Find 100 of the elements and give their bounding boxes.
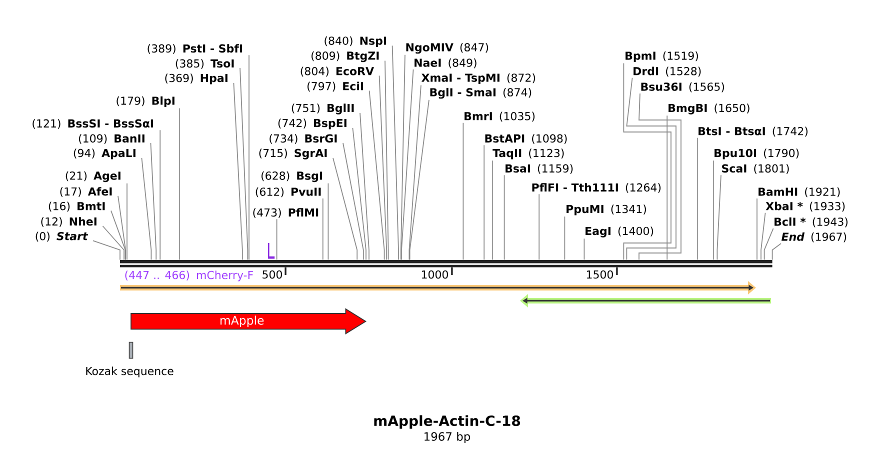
site-label: (121) BssSI - BssSαI: [32, 119, 153, 129]
leader-line: [322, 198, 324, 260]
leader-line: [118, 196, 126, 260]
leader-line: [378, 75, 388, 260]
site-label: NaeI (849): [414, 58, 476, 68]
site-label: BmgBI (1650): [668, 104, 750, 114]
leader-line: [360, 112, 370, 260]
tick-label: 1500: [586, 270, 613, 279]
leader-line: [713, 160, 714, 260]
site-label: (809) BtgZI: [312, 51, 379, 62]
site-label: BsaI (1159): [506, 164, 573, 174]
site-label: (12) NheI: [41, 217, 96, 227]
leader-line: [697, 137, 698, 260]
site-label: Bsu36I (1565): [641, 82, 724, 92]
leader-line: [352, 128, 366, 260]
leader-line: [626, 77, 676, 260]
site-label: BclI * (1943): [774, 217, 848, 228]
site-label: (0) Start: [36, 232, 88, 242]
site-label: (109) BanII: [78, 134, 144, 144]
leader-line: [92, 240, 120, 260]
site-label: TaqII (1123): [492, 148, 564, 160]
site-label: NgoMIV (847): [406, 42, 488, 54]
site-label: (94) ApaLI: [74, 148, 136, 160]
site-label: (612) PvuII: [256, 187, 321, 198]
feature-band: [520, 294, 771, 308]
site-label: PflFI - Tth111I (1264): [532, 183, 661, 193]
site-label: XbaI * (1933): [766, 202, 845, 212]
leader-line: [772, 243, 782, 260]
leader-line: [760, 212, 766, 260]
leader-line: [584, 238, 585, 260]
leader-line: [240, 68, 248, 260]
site-label: BstAPI (1098): [485, 134, 567, 144]
leader-line: [492, 160, 493, 260]
leader-line: [564, 216, 566, 260]
site-label: (179) BlpI: [116, 96, 174, 107]
leader-line: [328, 182, 329, 260]
site-label: (16) BmtI: [48, 202, 105, 212]
site-label: (797) EciI: [308, 82, 364, 92]
site-label: (715) SgrAI: [259, 148, 327, 160]
leader-line: [233, 82, 243, 260]
title: mApple-Actin-C-18: [374, 415, 520, 429]
primer-label: (447 .. 466) mCherry-F: [125, 270, 253, 282]
leader-line: [332, 158, 358, 260]
subtitle: 1967 bp: [424, 432, 470, 444]
leader-line: [276, 218, 278, 260]
site-label: BtsI - BtsαI (1742): [698, 126, 808, 137]
site-label: (21) AgeI: [66, 171, 120, 182]
site-label: BamHI (1921): [758, 187, 840, 198]
leader-line: [141, 158, 152, 260]
leader-line: [368, 90, 385, 260]
leader-line: [666, 115, 668, 260]
leader-line: [160, 130, 161, 260]
site-label: (628) BsgI: [262, 171, 322, 182]
site-label: (17) AfeI: [60, 187, 112, 197]
site-label: (734) BsrGI: [270, 134, 337, 144]
leader-line: [384, 60, 389, 260]
site-label: (840) NspI: [324, 36, 386, 47]
site-label: (742) BspEI: [278, 118, 346, 130]
site-label: Bpu10I (1790): [714, 148, 799, 160]
sequence-bar: [120, 260, 772, 268]
leader-line: [178, 108, 180, 260]
leader-line: [504, 174, 505, 260]
leader-line: [408, 84, 422, 260]
site-label: (804) EcoRV: [300, 66, 374, 77]
leader-line: [716, 174, 722, 260]
feature-band: [120, 280, 756, 294]
site-label: BpmI (1519): [626, 51, 698, 62]
leader-line: [400, 54, 406, 260]
site-label: BglI - SmaI (874): [430, 88, 532, 99]
leader-line: [756, 198, 758, 260]
site-label: DrdI (1528): [634, 66, 701, 77]
leader-line: [623, 62, 672, 260]
leader-line: [126, 182, 128, 260]
site-label: (385) TsoI: [176, 59, 234, 69]
site-label: (751) BglII: [292, 104, 354, 114]
site-label: XmaI - TspMI (872): [421, 73, 536, 84]
site-label: (369) HpaI: [165, 74, 228, 84]
site-label: BmrI (1035): [464, 112, 535, 122]
leader-line: [462, 122, 464, 260]
leader-line: [248, 54, 250, 260]
tick-label: 500: [262, 270, 282, 279]
leader-line: [764, 228, 774, 260]
site-label: PpuMI (1341): [566, 204, 646, 216]
site-label: End (1967): [782, 232, 846, 242]
leader-line: [102, 226, 124, 260]
leader-line: [342, 142, 364, 260]
feature-block: mApple: [130, 308, 367, 334]
leader-line: [150, 142, 157, 260]
leader-line: [484, 144, 485, 260]
feature-label: Kozak sequence: [86, 366, 174, 378]
leader-line: [409, 99, 430, 260]
feature-box: [128, 342, 134, 359]
site-label: (473) PflMI: [253, 208, 318, 218]
tick-label: 1000: [422, 270, 448, 279]
site-label: ScaI (1801): [722, 164, 789, 174]
leader-line: [392, 45, 399, 260]
site-label: (389) PstI - SbfI: [148, 44, 242, 54]
site-label: EagI (1400): [586, 226, 654, 238]
leader-line: [538, 194, 540, 260]
leader-line: [401, 69, 414, 260]
